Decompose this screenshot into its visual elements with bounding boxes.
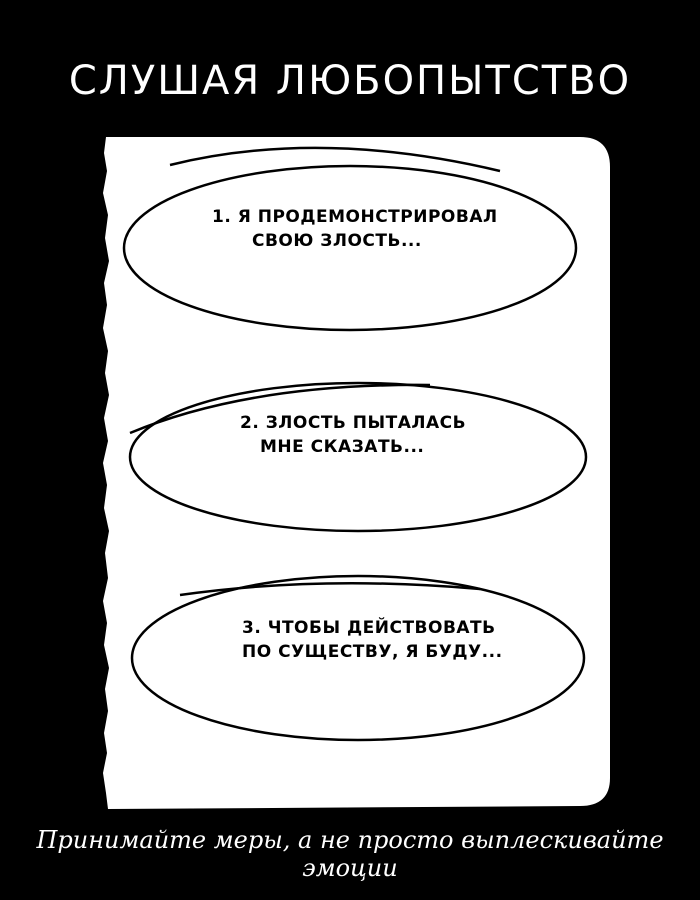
answer-bubble-3[interactable] [130,574,586,742]
answer-bubble-2[interactable] [128,381,588,533]
prompt-2-line-1: 2. ЗЛОСТЬ ПЫТАЛАСЬ [240,413,467,433]
prompt-2: 2. ЗЛОСТЬ ПЫТАЛАСЬ МНЕ СКАЗАТЬ... [240,411,466,459]
caption: Принимайте меры, а не просто выплескивай… [36,826,664,882]
page-title: СЛУШАЯ ЛЮБОПЫТСТВО [68,58,632,104]
prompt-3-line-1: 3. ЧТОБЫ ДЕЙСТВОВАТЬ [242,618,496,638]
prompt-1: 1. Я ПРОДЕМОНСТРИРОВАЛ СВОЮ ЗЛОСТЬ... [212,205,498,253]
prompt-1-line-1: 1. Я ПРОДЕМОНСТРИРОВАЛ [212,207,498,227]
answer-bubble-1[interactable] [122,146,578,332]
prompt-2-line-2: МНЕ СКАЗАТЬ... [260,437,425,457]
paper-shape [103,137,610,809]
prompt-3-line-2: ПО СУЩЕСТВУ, Я БУДУ... [242,642,503,662]
prompt-1-line-2: СВОЮ ЗЛОСТЬ... [252,231,422,251]
prompt-3: 3. ЧТОБЫ ДЕЙСТВОВАТЬ ПО СУЩЕСТВУ, Я БУДУ… [242,616,503,664]
worksheet-paper: 1. Я ПРОДЕМОНСТРИРОВАЛ СВОЮ ЗЛОСТЬ... 2.… [100,133,612,810]
